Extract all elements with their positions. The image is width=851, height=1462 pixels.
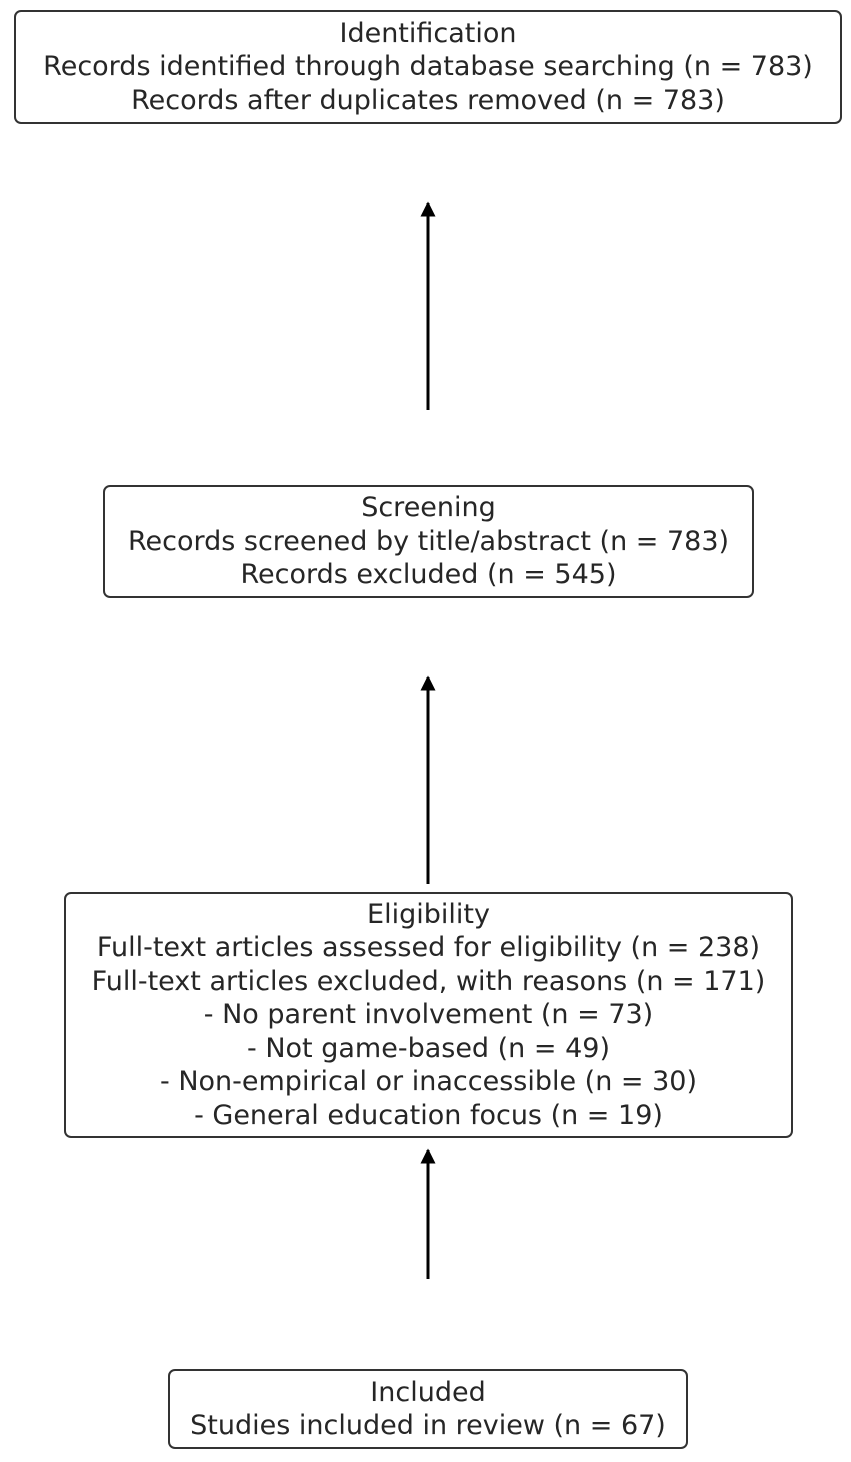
identification-box: Identification Records identified throug…: [14, 10, 842, 124]
exclusion-reason-3: - Non-empirical or inaccessible (n = 30): [160, 1066, 697, 1098]
exclusion-reason-2: - Not game-based (n = 49): [247, 1032, 610, 1064]
eligibility-title: Eligibility: [367, 898, 490, 930]
included-title: Included: [370, 1376, 486, 1408]
screening-title: Screening: [361, 492, 496, 524]
screening-line-2: Records excluded (n = 545): [240, 559, 617, 591]
eligibility-box: Eligibility Full-text articles assessed …: [64, 892, 793, 1138]
identification-line-2: Records after duplicates removed (n = 78…: [131, 84, 725, 116]
eligibility-line-2: Full-text articles excluded, with reason…: [91, 965, 766, 997]
included-line-1: Studies included in review (n = 67): [190, 1410, 666, 1441]
exclusion-reason-1: - No parent involvement (n = 73): [203, 999, 654, 1031]
identification-line-1: Records identified through database sear…: [43, 51, 813, 83]
screening-line-1: Records screened by title/abstract (n = …: [127, 525, 730, 557]
identification-title: Identification: [339, 17, 517, 49]
exclusion-reason-4: - General education focus (n = 19): [194, 1099, 663, 1131]
eligibility-line-1: Full-text articles assessed for eligibil…: [96, 932, 761, 964]
included-box: Included Studies included in review (n =…: [168, 1369, 688, 1449]
screening-box: Screening Records screened by title/abst…: [103, 485, 754, 598]
